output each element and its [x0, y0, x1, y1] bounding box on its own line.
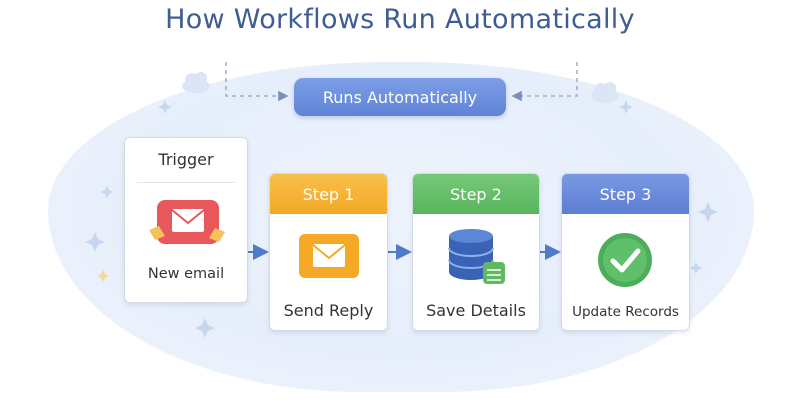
step-2-card: Step 2 Save Details — [412, 173, 540, 331]
trigger-label: New email — [147, 266, 225, 282]
loop-dashed-left — [225, 62, 289, 102]
email-icon — [149, 200, 225, 244]
step-3-heading: Step 3 — [562, 174, 689, 214]
step-2-heading: Step 2 — [413, 174, 539, 214]
step-2-label: Save Details — [426, 301, 526, 320]
sparkle-decorations — [85, 100, 718, 338]
trigger-card: Trigger New email — [124, 137, 248, 303]
runs-automatically-label: Runs Automatically — [294, 78, 506, 116]
loop-dashed-right — [511, 62, 578, 102]
step-1-card: Step 1 Send Reply — [269, 173, 388, 331]
trigger-heading: Trigger — [158, 150, 214, 169]
database-icon — [448, 229, 505, 284]
cloud-decorations — [182, 72, 619, 103]
step-3-label: Update Records — [572, 304, 679, 320]
diagram-title: How Workflows Run Automatically — [165, 4, 635, 35]
step-3-card: Step 3 Update Records — [561, 173, 690, 331]
envelope-icon — [299, 234, 359, 278]
trigger-divider — [137, 182, 235, 183]
step-1-label: Send Reply — [283, 301, 374, 320]
checkmark-icon — [598, 233, 652, 287]
step-1-heading: Step 1 — [270, 174, 387, 214]
